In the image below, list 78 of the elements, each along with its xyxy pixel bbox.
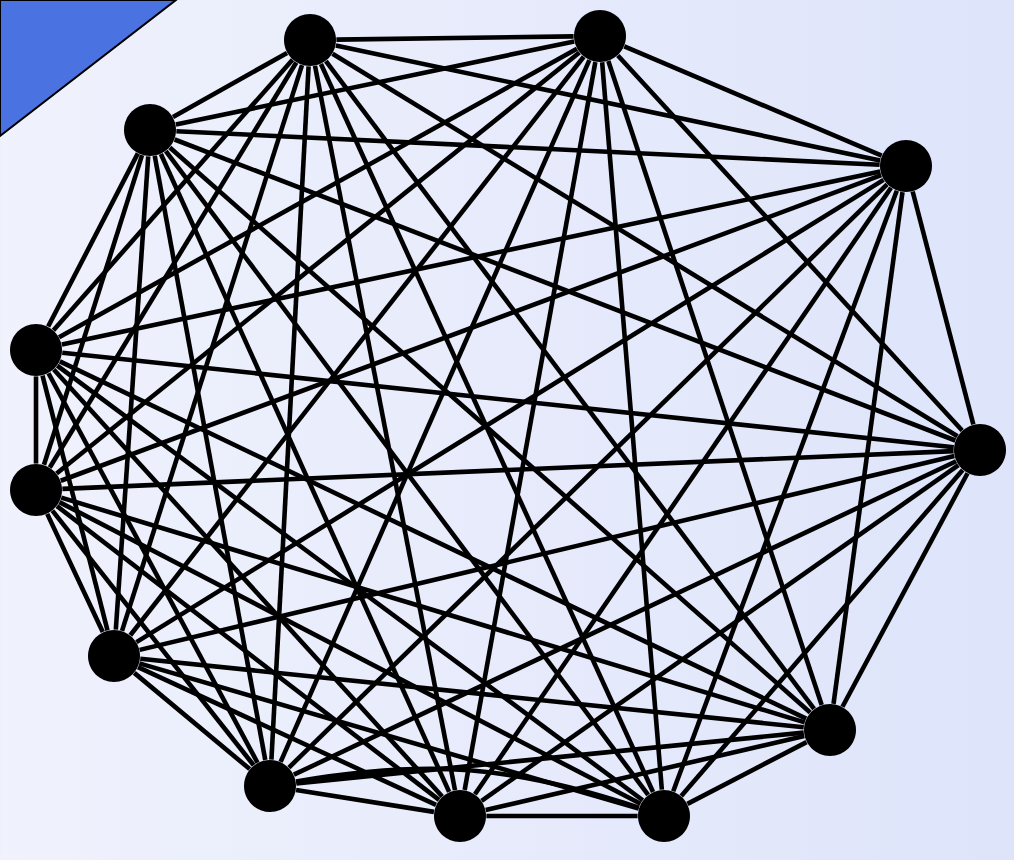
graph-edge — [324, 59, 816, 711]
graph-edge — [485, 733, 805, 813]
graph-edge — [623, 44, 883, 158]
graph-edge — [55, 50, 581, 476]
vertex-dot — [638, 790, 690, 842]
graph-edge — [318, 63, 656, 793]
graph-edge — [139, 453, 955, 653]
graph-edge — [62, 448, 954, 492]
graph-edge — [128, 55, 586, 637]
graph-edge — [46, 152, 140, 328]
vertex-dot — [804, 704, 856, 756]
graph-edge — [57, 46, 579, 340]
graph-edge — [168, 145, 812, 715]
graph-edge — [58, 500, 642, 806]
graph-edge — [113, 156, 151, 630]
vertex-dot — [880, 140, 932, 192]
graph-edge — [158, 153, 452, 793]
graph-edge — [46, 372, 260, 764]
graph-edge — [671, 189, 899, 793]
graph-edge — [119, 64, 305, 632]
graph-edge — [269, 66, 311, 760]
graph-edge — [132, 671, 252, 771]
graph-edge — [41, 154, 145, 466]
graph-edge — [55, 363, 645, 803]
vertex-dot — [124, 104, 176, 156]
vertex-dot — [284, 14, 336, 66]
graph-edge — [278, 59, 592, 763]
graph-edge — [331, 51, 959, 439]
graph-edge — [287, 182, 889, 770]
graph-edge — [137, 664, 437, 807]
graph-edge — [59, 173, 883, 483]
graph-edge — [679, 468, 965, 798]
graph-edge — [480, 463, 960, 803]
vertex-dot — [434, 790, 486, 842]
graph-edge — [295, 766, 640, 810]
graph-edge — [295, 787, 435, 815]
graph-edge — [60, 495, 806, 725]
vertex-dot — [88, 630, 140, 682]
graph-edge — [831, 191, 905, 705]
graph-edge — [164, 149, 650, 797]
graph-edge — [840, 472, 970, 708]
graph-edge — [486, 813, 638, 819]
graph-edge — [686, 740, 808, 806]
graph-edge — [138, 661, 640, 811]
graph-edge — [62, 350, 954, 450]
graph-edge — [606, 60, 824, 706]
graph-edge — [462, 61, 598, 791]
graph-edge — [140, 656, 804, 730]
graph-edge — [616, 53, 964, 433]
graph-edge — [292, 459, 958, 777]
graph-edge — [55, 504, 441, 802]
graph-edge — [33, 376, 39, 464]
graph-edge — [312, 65, 458, 791]
graph-edge — [50, 509, 256, 767]
graph-edge — [171, 50, 289, 120]
graph-edge — [135, 177, 885, 645]
graph-edge — [473, 186, 893, 796]
graph-edge — [336, 34, 574, 42]
graph-edge — [173, 137, 957, 443]
vertex-dot — [954, 424, 1006, 476]
graph-edge — [175, 39, 575, 127]
graph-edge — [61, 169, 881, 347]
vertex-dot — [574, 10, 626, 62]
graph-edge — [296, 730, 804, 786]
graph-edge — [910, 190, 976, 426]
graph-edge — [51, 58, 295, 332]
graph-edge — [58, 359, 808, 721]
graph-edge — [45, 512, 105, 634]
graph-edge — [40, 375, 110, 631]
graph-edge — [176, 128, 880, 168]
graph-edge — [335, 43, 881, 163]
graph-edge — [599, 62, 665, 790]
graph-edge — [47, 61, 299, 469]
vertex-dot — [244, 760, 296, 812]
vertex-dot — [10, 324, 62, 376]
graph-edge — [52, 367, 444, 798]
graph-edge — [152, 155, 268, 761]
vertex-dot — [10, 464, 62, 516]
